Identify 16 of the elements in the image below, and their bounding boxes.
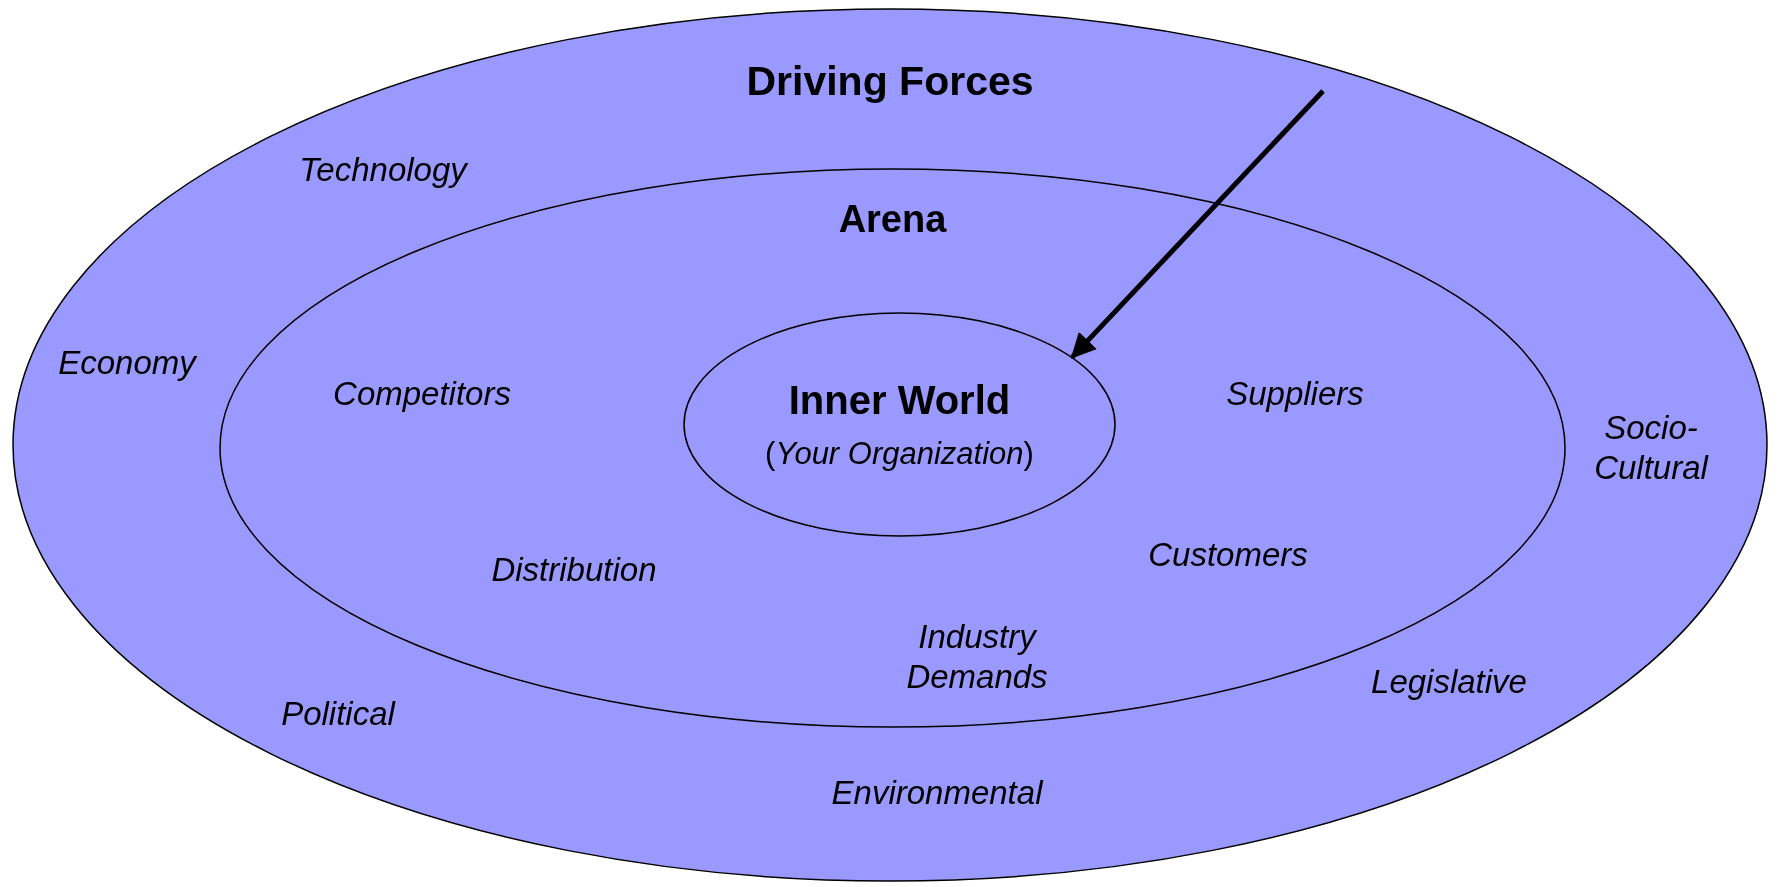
- force-label: Competitors: [333, 374, 511, 414]
- force-label: Technology: [299, 150, 467, 190]
- region-title: Arena: [837, 198, 948, 241]
- force-label: Legislative: [1371, 662, 1527, 702]
- force-label: Industry Demands: [905, 617, 1049, 697]
- force-label: Political: [281, 694, 395, 734]
- force-label: Distribution: [491, 550, 657, 590]
- force-label: Environmental: [831, 773, 1043, 813]
- arrow: [1070, 89, 1325, 359]
- force-label: Suppliers: [1226, 374, 1364, 414]
- force-label: Customers: [1148, 535, 1308, 575]
- region-subtitle: (Your Organization): [764, 436, 1035, 472]
- region-title: Driving Forces: [745, 58, 1035, 105]
- force-label: Economy: [58, 343, 196, 383]
- region-title: Inner World: [787, 378, 1012, 423]
- force-label: Socio-Cultural: [1593, 408, 1710, 488]
